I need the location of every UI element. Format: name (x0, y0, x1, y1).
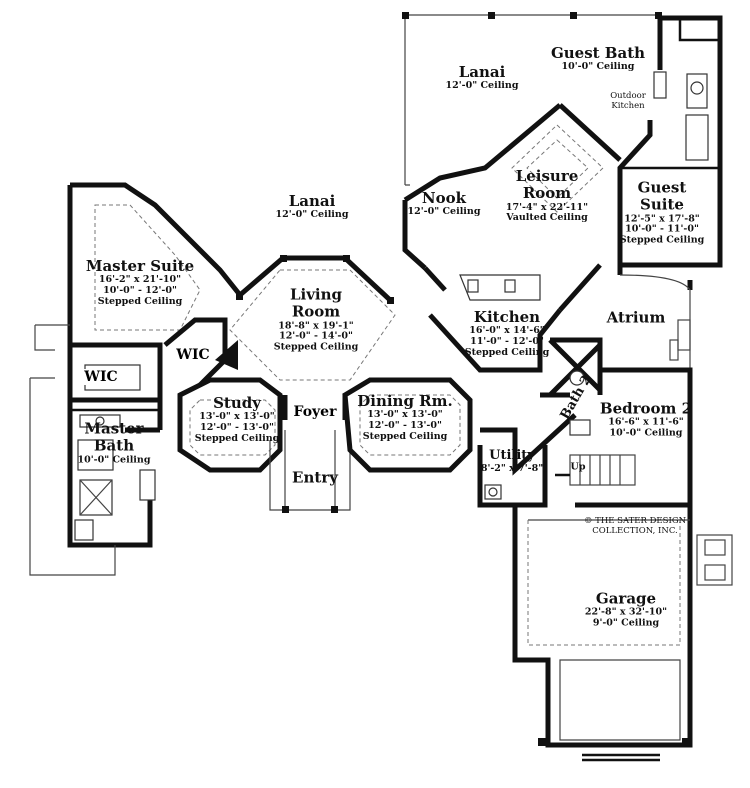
kitchen-walls (428, 274, 562, 373)
room-name-line2: Room (291, 302, 341, 321)
room-dims: 18'-8" x 19'-1" (278, 319, 354, 331)
room-name: Study (213, 393, 261, 412)
label-line: Kitchen (611, 101, 645, 111)
room-dims: 8'-2" x 7'-8" (480, 463, 544, 475)
label-line: Outdoor (610, 91, 646, 102)
room-entry: Entry (292, 468, 338, 487)
room-dims: 13'-0" x 13'-0" (367, 409, 443, 421)
room-ceiling: 12'-0" Ceiling (275, 209, 349, 221)
copyright-line1: © THE SATER DESIGN (583, 516, 687, 527)
room-wic-bath: WIC (174, 347, 212, 363)
room-dining: Dining Rm. 13'-0" x 13'-0" 12'-0" - 13'-… (357, 391, 453, 443)
room-foyer: Foyer (291, 404, 339, 420)
room-atrium: Atrium (606, 308, 666, 327)
room-ceiling: 10'-0" Ceiling (561, 61, 635, 73)
room-master-suite: Master Suite 16'-2" x 21'-10" 10'-0" - 1… (85, 256, 195, 308)
room-leisure: Leisure Room 17'-4" x 22'-11" Vaulted Ce… (505, 166, 589, 224)
room-name: Entry (292, 468, 338, 487)
room-guest-suite: Guest Suite 12'-5" x 17'-8" 10'-0" - 11'… (620, 179, 705, 246)
room-ceiling-range: 10'-0" - 12'-0" (103, 285, 177, 297)
room-lanai-top: Lanai 12'-0" Ceiling (445, 62, 519, 92)
study-walls (177, 377, 283, 473)
room-dims: 16'-6" x 11'-6" (608, 416, 684, 428)
room-garage: Garage 22'-8" x 32'-10" 9'-0" Ceiling (585, 590, 667, 629)
room-name: Dining Rm. (357, 391, 453, 410)
room-name-line1: Leisure (515, 166, 579, 185)
room-ceiling-type: Stepped Ceiling (619, 234, 705, 246)
room-living: Living Room 18'-8" x 19'-1" 12'-0" - 14'… (274, 286, 359, 353)
room-wic-closet: WIC (82, 369, 120, 385)
room-ceiling-range: 10'-0" - 11'-0" (625, 223, 699, 235)
room-study: Study 13'-0" x 13'-0" 12'-0" - 13'-0" St… (194, 393, 280, 445)
copyright: © THE SATER DESIGN COLLECTION, INC. (583, 516, 687, 537)
room-name-line2: Room (522, 184, 572, 203)
room-ceiling-type: Stepped Ceiling (97, 296, 183, 308)
room-name: Bedroom 2 (599, 399, 693, 418)
room-kitchen: Kitchen 16'-0" x 14'-6" 11'-0" - 12'-0" … (464, 307, 550, 359)
room-name-line1: Master (84, 419, 144, 438)
atrium-columns (669, 319, 691, 361)
room-ceiling-range: 11'-0" - 12'-0" (470, 336, 544, 348)
room-utility: Utility 8'-2" x 7'-8" (480, 448, 544, 475)
room-dims: 22'-8" x 32'-10" (584, 606, 668, 618)
copyright-line2: COLLECTION, INC. (592, 526, 678, 536)
room-ceiling: 10'-0" Ceiling (609, 427, 683, 439)
room-dims: 13'-0" x 13'-0" (199, 411, 275, 423)
room-ceiling: 12'-0" Ceiling (407, 206, 481, 218)
dining-walls (342, 377, 473, 473)
room-ceiling-range: 12'-0" - 14'-0" (279, 330, 353, 342)
room-dims: 17'-4" x 22'-11" (505, 201, 589, 213)
room-name-line2: Suite (640, 195, 684, 214)
room-name-line2: Bath (93, 436, 135, 455)
room-ceiling-type: Stepped Ceiling (194, 433, 280, 445)
room-guest-bath: Guest Bath 10'-0" Ceiling (550, 43, 646, 73)
outdoor-kitchen-label: Outdoor Kitchen (610, 91, 646, 112)
room-dims: 12'-5" x 17'-8" (624, 212, 700, 224)
up-label: Up (570, 461, 586, 473)
living-room-walls (229, 255, 396, 381)
room-ceiling-type: Stepped Ceiling (362, 431, 448, 443)
room-dims: 16'-2" x 21'-10" (98, 274, 182, 286)
stairs-up-label: Up (570, 461, 586, 474)
lanai-top-outline (402, 12, 662, 186)
leisure-nook-walls (402, 103, 622, 312)
room-name-line1: Guest (637, 178, 687, 197)
room-name: Kitchen (473, 307, 541, 326)
room-lanai-left: Lanai 12'-0" Ceiling (275, 191, 349, 221)
room-master-bath: Master Bath 10'-0" Ceiling (78, 420, 151, 465)
room-name: Atrium (606, 308, 666, 327)
stairs (555, 454, 636, 486)
room-ceiling: 9'-0" Ceiling (592, 617, 660, 629)
room-ceiling: 10'-0" Ceiling (77, 453, 151, 465)
room-ceiling-type: Stepped Ceiling (273, 341, 359, 353)
bedroom-wing-walls (480, 265, 693, 508)
room-ceiling: Vaulted Ceiling (506, 212, 588, 224)
room-name: Nook (421, 188, 467, 207)
room-dims: 16'-0" x 14'-6" (469, 325, 545, 337)
room-ceiling-range: 12'-0" - 13'-0" (200, 422, 274, 434)
guest-wing-walls (617, 15, 723, 268)
wic-study-walls (163, 317, 238, 387)
left-patio-outline (29, 324, 116, 576)
room-ceiling-type: Stepped Ceiling (464, 347, 550, 359)
room-name-line1: Living (289, 285, 343, 304)
room-name: Garage (595, 589, 657, 608)
garage-walls (512, 505, 733, 762)
room-name: Lanai (458, 62, 506, 81)
room-name: Master Suite (85, 256, 195, 275)
room-ceiling-range: 12'-0" - 13'-0" (368, 420, 442, 432)
room-bedroom2: Bedroom 2 16'-6" x 11'-6" 10'-0" Ceiling (600, 400, 692, 439)
room-nook: Nook 12'-0" Ceiling (407, 188, 481, 218)
room-ceiling: 12'-0" Ceiling (445, 80, 519, 92)
room-name: Guest Bath (550, 43, 646, 62)
master-wing-walls (67, 182, 242, 548)
room-name: Utility (489, 448, 535, 464)
room-name: Lanai (288, 191, 336, 210)
